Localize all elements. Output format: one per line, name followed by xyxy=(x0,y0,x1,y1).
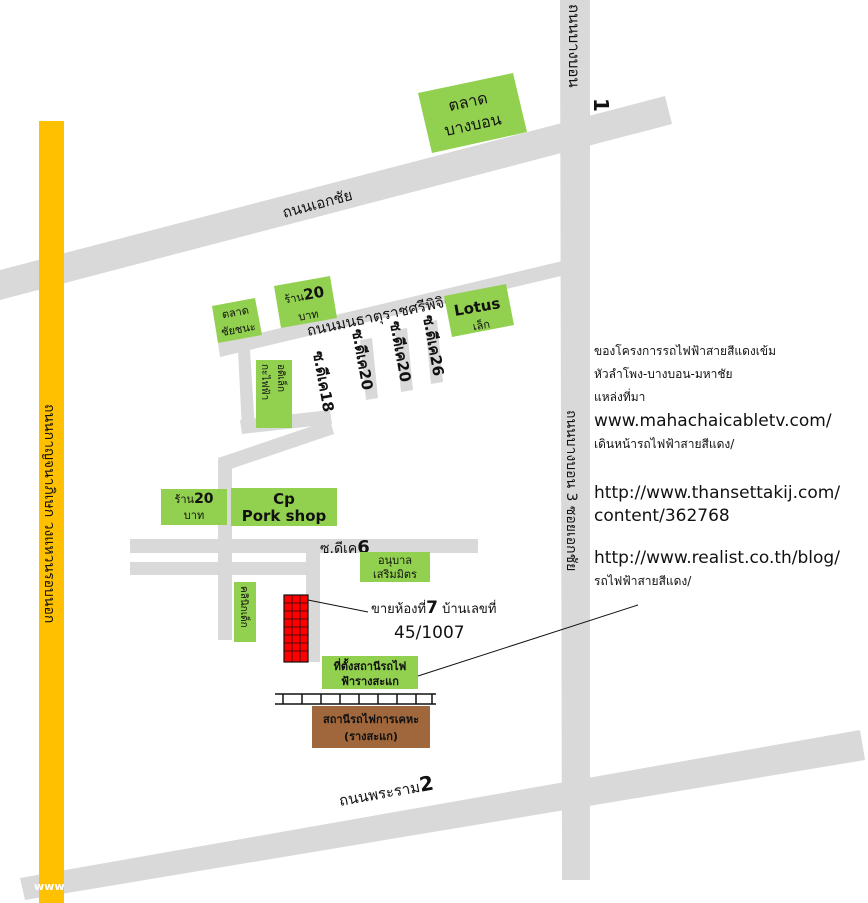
road-soi18 xyxy=(238,350,255,430)
road-label-bangbon1: ถนนบางบอน xyxy=(565,4,583,88)
svg-text:ตลาด: ตลาด xyxy=(221,304,250,322)
info-line-project: ของโครงการรถไฟฟ้าสายสีแดงเข้ม xyxy=(594,344,776,358)
road-ekkachai xyxy=(0,96,672,300)
svg-text:ชัยชนะ: ชัยชนะ xyxy=(220,320,257,339)
svg-text:เสริมมิตร: เสริมมิตร xyxy=(373,568,417,581)
info-url-realist-tail[interactable]: รถไฟฟ้าสายสีแดง/ xyxy=(594,574,692,588)
svg-text:(รางสะแก): (รางสะแก) xyxy=(344,730,398,743)
landmark-clinic: คลินิกเด็ก xyxy=(234,582,256,642)
road-label-soi26: ซ.ดีเค26 xyxy=(419,314,447,378)
landmark-cp-pork-shop: Cp Pork shop xyxy=(231,488,337,526)
road-soi20b xyxy=(395,328,413,392)
svg-text:เล็ก: เล็ก xyxy=(472,317,491,334)
svg-text:กะไฟฟ้า: กะไฟฟ้า xyxy=(259,364,271,400)
road-label-soi20b: ซ.ดีเค20 xyxy=(386,320,414,384)
road-soi-dk6 xyxy=(130,539,478,553)
svg-text:ที่ตั้งสถานีรถไฟ: ที่ตั้งสถานีรถไฟ xyxy=(334,658,407,673)
landmark-kindergarten: อนุบาล เสริมมิตร xyxy=(360,552,430,582)
svg-text:อนุบาล: อนุบาล xyxy=(378,554,412,567)
info-line-source: แหล่งที่มา xyxy=(594,390,646,404)
svg-text:Cp: Cp xyxy=(273,490,295,508)
info-url-thansettakij-tail[interactable]: content/362768 xyxy=(594,506,730,526)
road-label-rama2: ถนนพระราม2 xyxy=(337,771,436,811)
landmark-chaichana-market: ตลาด ชัยชนะ xyxy=(212,298,262,343)
info-line-route: หัวลำโพง-บางบอน-มหาชัย xyxy=(594,367,733,381)
svg-text:บาท: บาท xyxy=(184,509,204,522)
sale-building xyxy=(283,594,309,663)
sale-label-line1: ขายห้องที่7 บ้านเลขที่ xyxy=(371,598,496,618)
road-label-soi20a: ซ.ดีเค20 xyxy=(348,328,376,392)
road-rama2 xyxy=(20,730,865,900)
sale-label-line2: 45/1007 xyxy=(394,623,465,643)
landmark-school-a: กะไฟฟ้า xyxy=(256,360,276,428)
railway-track xyxy=(275,693,436,705)
svg-text:อดิเล็ก: อดิเล็ก xyxy=(275,364,289,392)
source-info-panel: ของโครงการรถไฟฟ้าสายสีแดงเข้ม หัวลำโพง-บ… xyxy=(594,338,864,595)
svg-text:ฟ้ารางสะแก: ฟ้ารางสะแก xyxy=(341,675,399,688)
station-callout-line xyxy=(417,604,639,677)
svg-text:Pork shop: Pork shop xyxy=(242,507,327,525)
road-label-bangbon3: ถนนบางบอน 3 ซอยเอกชัย xyxy=(563,410,579,571)
landmark-srt-station: สถานีรถไฟการเคหะ (รางสะแก) xyxy=(312,706,430,748)
road-soi-lower xyxy=(130,562,310,575)
landmark-bangbon-market: ตลาด บางบอน xyxy=(418,73,527,153)
svg-text:บาท: บาท xyxy=(297,307,319,323)
road-mahaisawan xyxy=(218,258,578,357)
svg-text:ร้าน20: ร้าน20 xyxy=(283,283,326,308)
svg-text:สถานีรถไฟการเคหะ: สถานีรถไฟการเคหะ xyxy=(323,712,419,726)
info-url-thansettakij[interactable]: http://www.thansettakij.com/ xyxy=(594,483,841,503)
landmark-lotus: Lotus เล็ก xyxy=(444,284,514,337)
road-label-bangbon1-num: 1 xyxy=(589,98,613,112)
landmark-station-site: ที่ตั้งสถานีรถไฟ ฟ้ารางสะแก xyxy=(322,656,418,689)
road-soi-stub xyxy=(306,552,320,662)
info-url-mahachai[interactable]: www.mahachaicabletv.com/ xyxy=(594,411,832,431)
sale-callout-line xyxy=(307,599,369,613)
road-label-kanchanaphisek: ถนนกาญจนาภิเษก วงแหวนรอบนอก xyxy=(41,404,57,623)
road-label-soi18: ซ.ดีเค18 xyxy=(309,350,337,414)
landmark-school-b: อดิเล็ก xyxy=(272,360,292,428)
svg-text:ร้าน20: ร้าน20 xyxy=(174,491,213,507)
road-bangbon1 xyxy=(560,0,590,880)
info-url-mahachai-tail[interactable]: เดินหน้ารถไฟฟ้าสายสีแดง/ xyxy=(594,437,735,451)
highway-kanchanaphisek xyxy=(39,121,64,903)
landmark-shop20-left: ร้าน20 บาท xyxy=(161,489,227,525)
road-connector xyxy=(218,420,334,472)
watermark: www xyxy=(34,880,65,893)
landmark-shop20-top: ร้าน20 บาท xyxy=(274,276,337,328)
road-soi20a xyxy=(360,338,378,400)
svg-text:คลินิกเด็ก: คลินิกเด็ก xyxy=(238,586,252,628)
road-soi26 xyxy=(425,320,443,384)
info-url-realist[interactable]: http://www.realist.co.th/blog/ xyxy=(594,548,840,568)
